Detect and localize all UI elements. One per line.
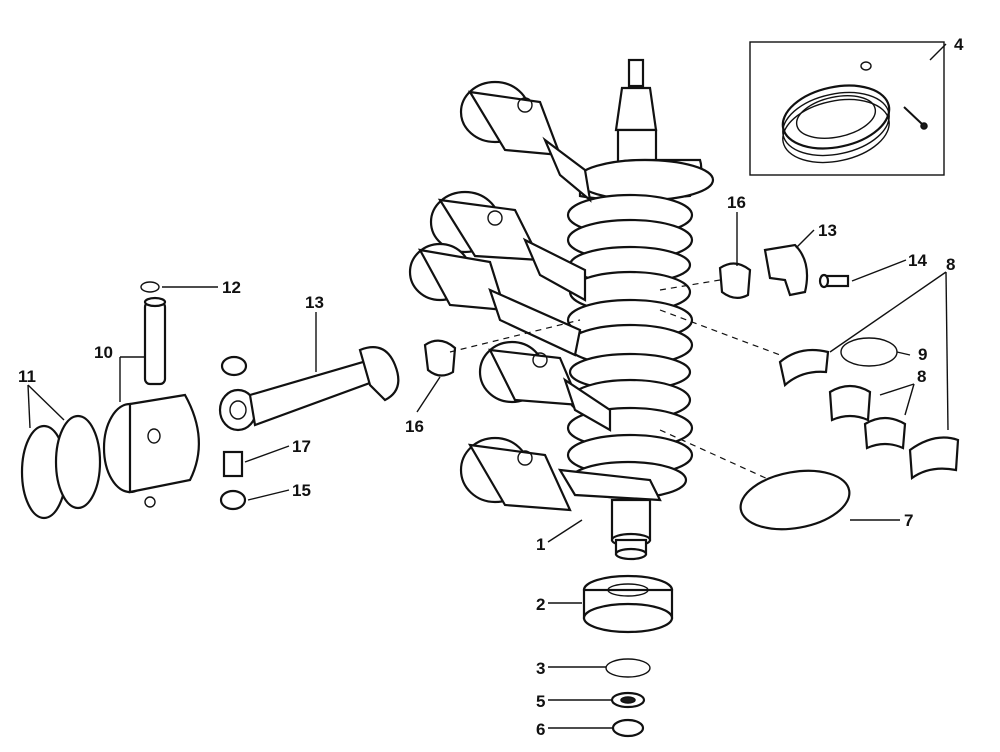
piston-ring-2 bbox=[54, 414, 102, 510]
crank-journals bbox=[566, 193, 694, 500]
callout-5: 5 bbox=[536, 692, 545, 711]
callout-4: 4 bbox=[954, 35, 964, 54]
lower-bearing-stack bbox=[582, 574, 674, 738]
wrist-pin bbox=[143, 300, 167, 386]
inset-box-part-4 bbox=[749, 41, 945, 176]
callout-12: 12 bbox=[222, 278, 241, 297]
callout-9: 9 bbox=[918, 345, 927, 364]
needle-bearing-17 bbox=[222, 450, 244, 478]
callout-16-right: 16 bbox=[727, 193, 746, 212]
cage-bearing-left bbox=[423, 339, 457, 377]
rod-cap-parts-right bbox=[718, 243, 960, 531]
piston-assembly-exploded bbox=[20, 281, 457, 520]
retaining-clip bbox=[140, 281, 160, 293]
callout-13-right: 13 bbox=[818, 221, 837, 240]
callout-16-left: 16 bbox=[405, 417, 424, 436]
callout-8-top: 8 bbox=[946, 255, 955, 274]
connecting-rod bbox=[218, 346, 400, 432]
callout-10: 10 bbox=[94, 343, 113, 362]
callout-8-middle: 8 bbox=[917, 367, 926, 386]
callout-13-left: 13 bbox=[305, 293, 324, 312]
alignment-lines bbox=[449, 279, 781, 481]
callout-1: 1 bbox=[536, 535, 545, 554]
callout-14: 14 bbox=[908, 251, 927, 270]
leader-lines bbox=[27, 43, 949, 729]
callout-11: 11 bbox=[18, 367, 36, 386]
callout-labels: 1 2 3 4 5 6 7 8 8 9 10 11 12 13 13 14 15… bbox=[18, 35, 964, 739]
callout-17: 17 bbox=[292, 437, 311, 456]
callout-6: 6 bbox=[536, 720, 545, 739]
thrust-washer-15 bbox=[219, 489, 247, 511]
callout-2: 2 bbox=[536, 595, 545, 614]
pistons-on-crankshaft bbox=[408, 80, 662, 512]
callout-3: 3 bbox=[536, 659, 545, 678]
callout-7: 7 bbox=[904, 511, 913, 530]
thrust-washer-top bbox=[220, 355, 248, 377]
callout-15: 15 bbox=[292, 481, 311, 500]
